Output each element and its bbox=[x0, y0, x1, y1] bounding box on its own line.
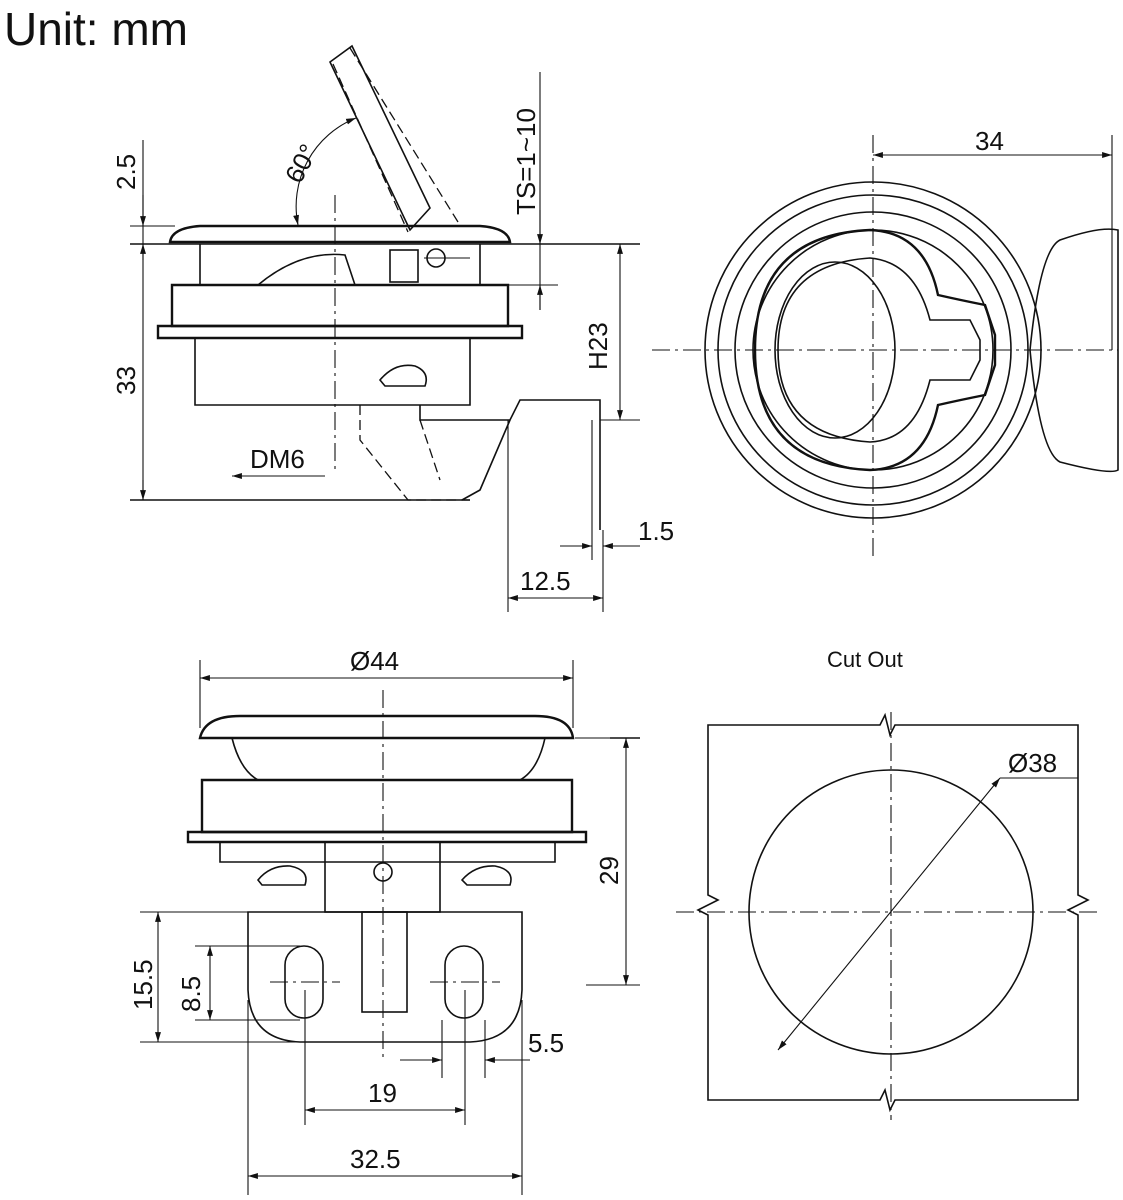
side-view: 60° 2.5 33 TS=1 bbox=[111, 44, 674, 612]
handle-hidden-line-2 bbox=[332, 63, 409, 233]
dim-label-ts: TS=1~10 bbox=[511, 108, 541, 215]
right-screw-head-icon bbox=[460, 865, 512, 886]
cutout-title: Cut Out bbox=[827, 647, 903, 672]
dim-label-34: 34 bbox=[975, 126, 1004, 156]
dim-label-29: 29 bbox=[594, 856, 624, 885]
dim-label-15-5: 15.5 bbox=[128, 959, 158, 1010]
front-panel-ring bbox=[186, 830, 588, 844]
dim-label-33: 33 bbox=[111, 366, 141, 395]
angle-arc bbox=[293, 117, 357, 226]
cam-profile bbox=[461, 419, 511, 501]
unit-label: Unit: mm bbox=[4, 3, 188, 55]
cam-plate bbox=[419, 399, 601, 530]
handle-outline bbox=[753, 228, 997, 472]
dim-label-dm6: DM6 bbox=[250, 444, 305, 474]
dim-label-diameter-44: Ø44 bbox=[350, 646, 399, 676]
front-cup bbox=[231, 737, 546, 781]
latch-knob bbox=[257, 253, 356, 286]
handle-solid bbox=[328, 44, 431, 232]
cutout-view: Cut Out Ø38 bbox=[676, 647, 1100, 1120]
cam-plate-front bbox=[247, 911, 523, 1043]
lower-body bbox=[194, 338, 471, 406]
cam-hidden-2 bbox=[419, 419, 441, 481]
front-lower bbox=[219, 842, 556, 863]
dim-label-32-5: 32.5 bbox=[350, 1144, 401, 1174]
dim-label-h23: H23 bbox=[583, 322, 613, 370]
front-view: Ø44 29 15.5 8.5 5.5 bbox=[128, 646, 640, 1195]
pin-block bbox=[389, 249, 419, 283]
flange bbox=[168, 224, 512, 244]
dim-label-1-5: 1.5 bbox=[638, 516, 674, 546]
dim-label-12-5: 12.5 bbox=[520, 566, 571, 596]
left-screw-head-icon bbox=[256, 865, 307, 886]
front-flange bbox=[198, 714, 575, 740]
panel-ring bbox=[156, 324, 524, 340]
dim-line-diameter-38 bbox=[777, 777, 1001, 1051]
housing bbox=[170, 283, 510, 328]
dim-label-diameter-38: Ø38 bbox=[1008, 748, 1057, 778]
dim-label-8-5: 8.5 bbox=[176, 976, 206, 1012]
front-housing bbox=[200, 778, 574, 834]
cam-outline bbox=[1029, 228, 1119, 473]
dim-label-5-5: 5.5 bbox=[528, 1028, 564, 1058]
handle-hidden-line bbox=[349, 47, 459, 223]
handle-inner bbox=[777, 257, 981, 443]
cup-walls bbox=[199, 244, 481, 285]
spindle bbox=[361, 911, 408, 1013]
top-view: 34 bbox=[652, 126, 1119, 560]
dim-label-2-5: 2.5 bbox=[111, 154, 141, 190]
screw-head-icon bbox=[378, 364, 428, 387]
dim-label-19: 19 bbox=[368, 1078, 397, 1108]
